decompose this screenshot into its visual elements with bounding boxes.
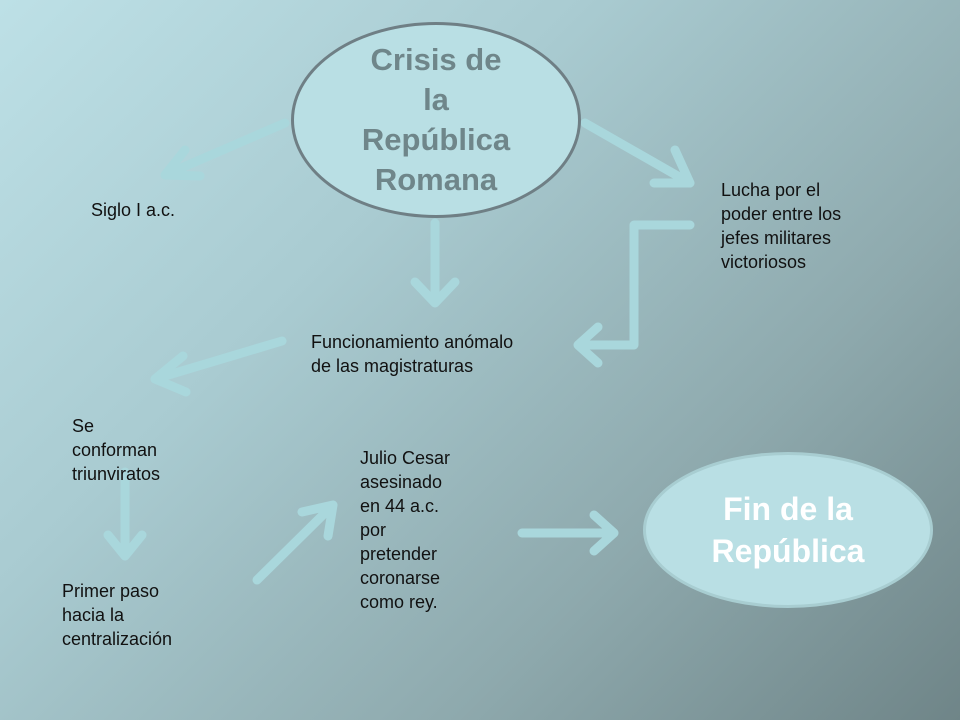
arrow-to-end — [517, 510, 619, 556]
conclusion-oval: Fin de la República — [643, 452, 933, 608]
node-century: Siglo I a.c. — [91, 200, 176, 220]
arrow-to-century — [160, 118, 290, 181]
node-triumvirates: Se conforman triunviratos — [72, 416, 161, 484]
topic-oval: Crisis de la República Romana — [291, 22, 581, 218]
node-centralization: Primer paso hacia la centralización — [62, 581, 173, 649]
arrow-to-caesar — [252, 500, 338, 585]
conclusion-title: Fin de la República — [711, 491, 865, 569]
arrow-to-anomalous — [410, 218, 460, 308]
arrow-to-struggle — [580, 118, 695, 188]
arrow-struggle-to-anomalous — [573, 220, 695, 368]
topic-title: Crisis de la República Romana — [361, 42, 511, 197]
arrow-to-triumvirates — [150, 336, 287, 397]
arrow-to-centralization — [103, 467, 147, 561]
node-anomalous-magistracies: Funcionamiento anómalo de las magistratu… — [311, 332, 514, 376]
node-power-struggle: Lucha por el poder entre los jefes milit… — [721, 180, 842, 272]
node-caesar-assassinated: Julio Cesar asesinado en 44 a.c. por pre… — [360, 448, 451, 612]
